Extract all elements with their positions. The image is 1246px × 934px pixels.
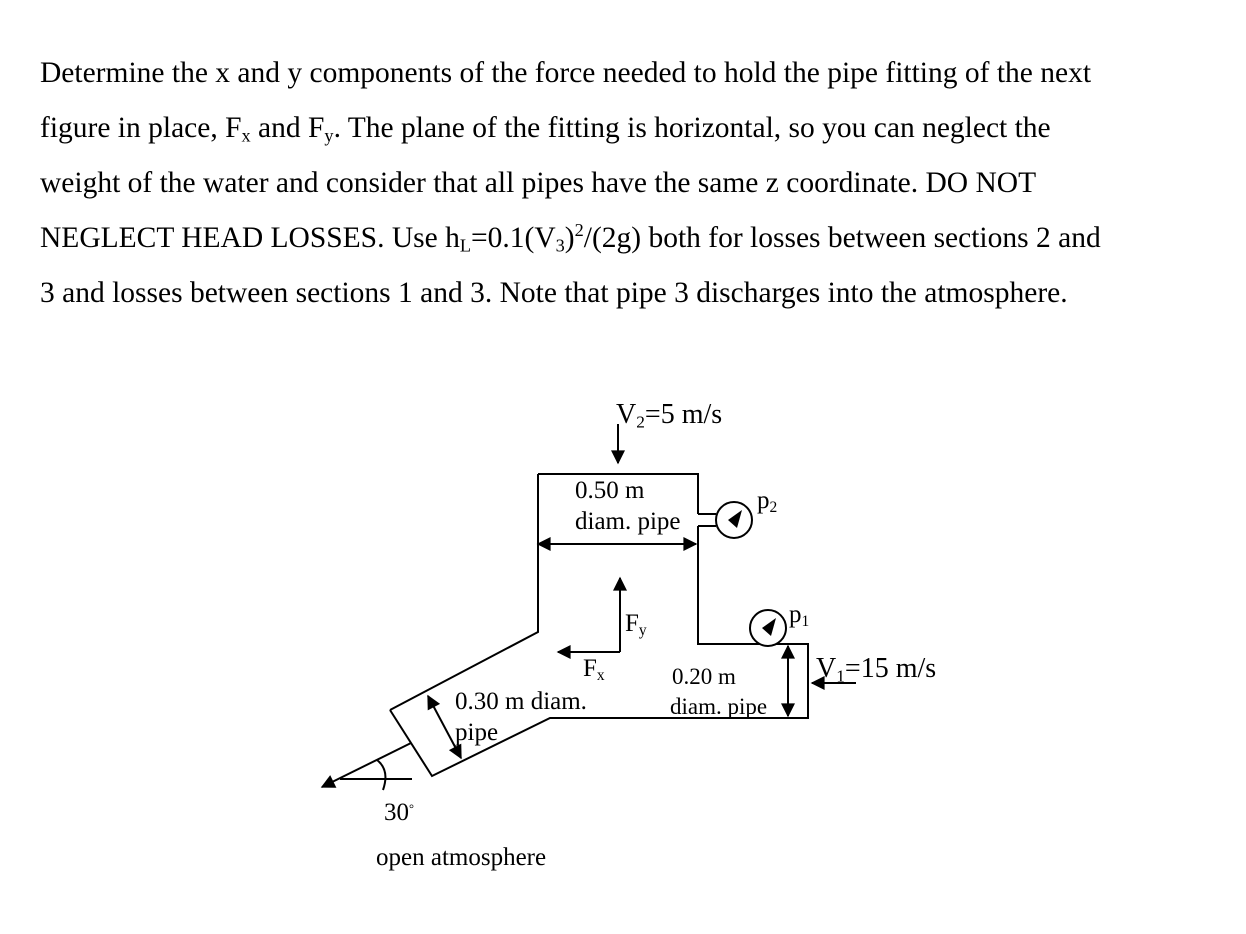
pipe3-diameter-label-line2: pipe: [455, 719, 499, 746]
problem-statement: Determine the x and y components of the …: [40, 46, 1220, 321]
pipe2-diameter-label-line1: 0.50 m: [575, 477, 645, 504]
p1-gauge-icon: [749, 609, 787, 647]
angle-label: 30°: [384, 799, 414, 826]
problem-line-1: Determine the x and y components of the …: [40, 57, 1092, 89]
fy-label: Fy: [625, 610, 647, 639]
v3-flow-arrow-icon: [320, 742, 412, 788]
p2-gauge-tap: [698, 513, 716, 527]
pipe2-diameter-label-line2: diam. pipe: [575, 508, 681, 535]
v1-label: V1=15 m/s: [816, 653, 937, 686]
v2-label: V2=5 m/s: [616, 399, 723, 432]
problem-line-2: figure in place, Fx and Fy. The plane of…: [40, 112, 1051, 146]
outlet-label: open atmosphere: [376, 844, 547, 871]
problem-line-5: 3 and losses between sections 1 and 3. N…: [40, 277, 1068, 309]
p2-label: p2: [757, 487, 778, 516]
p2-gauge-icon: [715, 501, 753, 539]
fx-label: Fx: [583, 655, 605, 684]
pipe3-diameter-label-line1: 0.30 m diam.: [455, 688, 587, 715]
d3-dimension-arrow-icon: [427, 694, 462, 760]
pipe1-diameter-label-line2: diam. pipe: [670, 694, 768, 719]
fitting-outline: [389, 473, 809, 778]
problem-line-4: NEGLECT HEAD LOSSES. Use hL=0.1(V3)2/(2g…: [40, 220, 1101, 256]
problem-line-3: weight of the water and consider that al…: [40, 167, 1037, 199]
pipe1-diameter-label-line1: 0.20 m: [672, 664, 736, 689]
p1-label: p1: [789, 601, 810, 630]
angle-arc-icon: [376, 759, 387, 791]
